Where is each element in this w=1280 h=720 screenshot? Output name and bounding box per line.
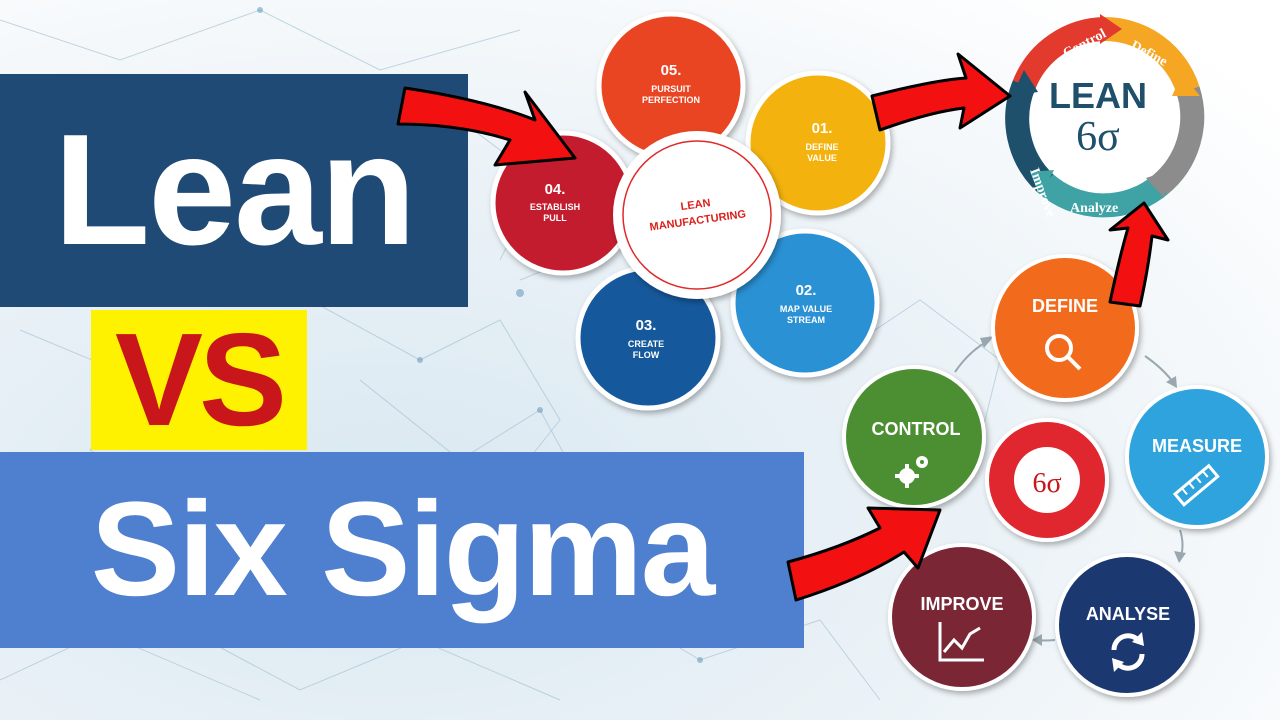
arrows: [396, 52, 1170, 602]
cycle-analyze: Analyze: [1070, 201, 1118, 216]
arrow-flower-to-logo: [870, 52, 1012, 132]
ruler-icon: [1172, 463, 1220, 507]
define-label: DEFINE: [1032, 296, 1098, 316]
magnifier-icon: [1045, 334, 1082, 371]
step-05-number: 05.: [661, 62, 682, 79]
dmaic-center: 6σ: [985, 418, 1109, 542]
dmaic-analyse: ANALYSE: [1055, 553, 1199, 697]
dmaic-define: DEFINE: [991, 254, 1139, 402]
step-05-line1: PURSUIT: [651, 84, 691, 94]
gears-icon: [895, 456, 928, 488]
step-02-number: 02.: [796, 282, 817, 299]
lean-title-block: [0, 74, 468, 307]
step-04-line2: PULL: [543, 213, 567, 223]
step-01-line1: DEFINE: [805, 142, 838, 152]
dmaic-improve: IMPROVE: [888, 543, 1036, 691]
lean-step-01: 01. DEFINE VALUE: [745, 70, 891, 216]
logo-lean: LEAN: [1049, 75, 1147, 116]
step-03-line2: FLOW: [633, 350, 660, 360]
dmaic-control: CONTROL: [842, 365, 986, 509]
step-02-line1: MAP VALUE: [780, 304, 832, 314]
step-03-number: 03.: [636, 317, 657, 334]
lean-manufacturing-center: LEAN MANUFACTURING: [613, 131, 781, 299]
lean-six-sigma-logo: Control Define Measure Analyze Improve L…: [1005, 14, 1205, 219]
six-sigma-title-block: [0, 452, 804, 648]
chart-icon: [938, 622, 984, 662]
vs-title: VS: [114, 306, 287, 453]
arrow-six-sigma-to-dmaic: [786, 506, 942, 602]
arrow-lean-to-flower: [396, 86, 577, 167]
refresh-icon: [1111, 633, 1145, 671]
six-sigma-title: Six Sigma: [90, 475, 716, 624]
lean-manufacturing-diagram: 05. PURSUIT PERFECTION 01. DEFINE VALUE …: [490, 11, 891, 411]
improve-label: IMPROVE: [920, 594, 1003, 614]
lean-step-02: 02. MAP VALUE STREAM: [730, 228, 880, 378]
dmaic-center-sigma: 6σ: [1032, 468, 1061, 499]
arrow-dmaic-to-logo: [1108, 201, 1170, 308]
step-05-line2: PERFECTION: [642, 95, 700, 105]
step-01-number: 01.: [812, 120, 833, 137]
step-01-line2: VALUE: [807, 153, 837, 163]
logo-sigma: 6σ: [1076, 114, 1120, 160]
control-label: CONTROL: [872, 419, 961, 439]
vs-block: [91, 310, 307, 450]
dmaic-measure: MEASURE: [1125, 385, 1269, 529]
step-02-line2: STREAM: [787, 315, 825, 325]
dmaic-diagram: DEFINE MEASURE CONTROL: [842, 254, 1269, 697]
step-03-line1: CREATE: [628, 339, 664, 349]
measure-label: MEASURE: [1152, 436, 1242, 456]
step-04-line1: ESTABLISH: [530, 202, 580, 212]
lean-title: Lean: [53, 102, 417, 278]
analyse-label: ANALYSE: [1086, 604, 1170, 624]
step-04-number: 04.: [545, 181, 566, 198]
center-line1: LEAN: [680, 197, 711, 213]
